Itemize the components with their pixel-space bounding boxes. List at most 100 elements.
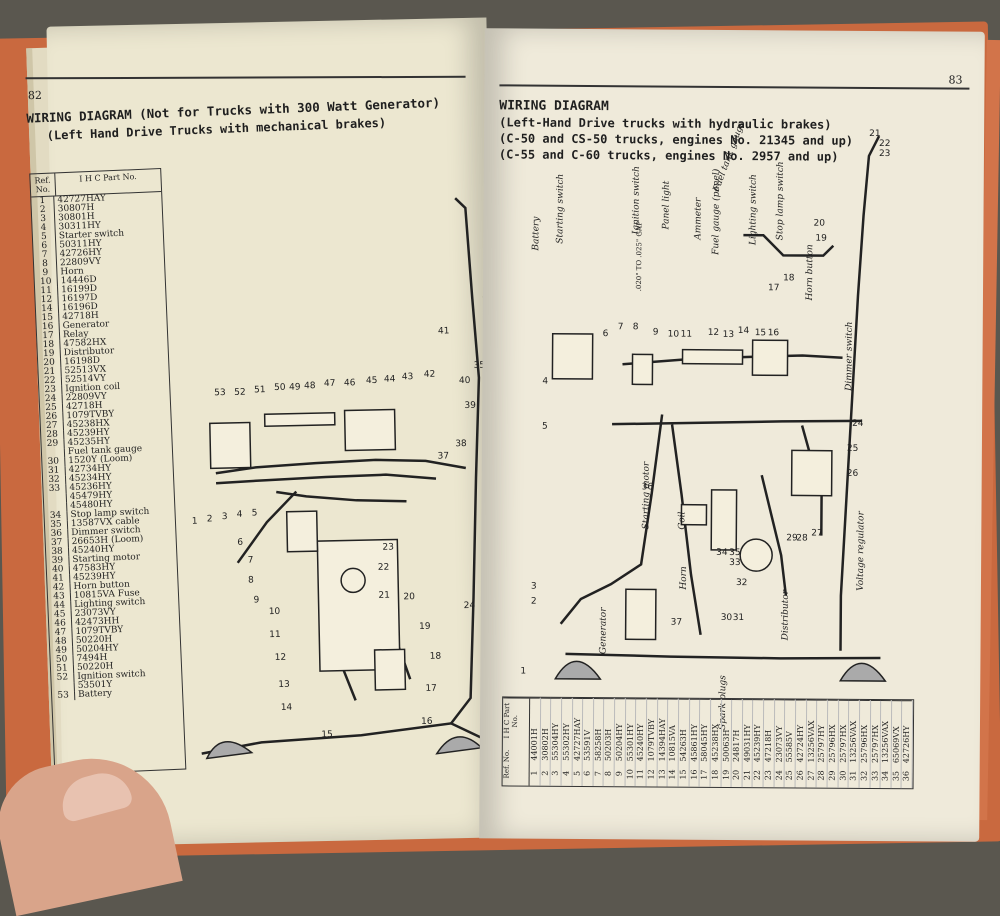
table-part-number: 42727HAY	[572, 697, 583, 761]
left-header-rule	[25, 75, 466, 80]
svg-text:3: 3	[222, 512, 228, 522]
table-part-number: 25797HX	[870, 699, 881, 764]
table-column: 45239HY 22	[752, 699, 765, 788]
table-column: 24817H 20	[731, 699, 743, 788]
svg-text:19: 19	[815, 234, 827, 244]
table-ref-number: 2	[540, 770, 550, 776]
table-part-number: 42726HY	[902, 700, 913, 764]
table-part-number: 23073VY	[774, 699, 785, 763]
label-coil: Coil	[677, 511, 688, 530]
svg-text:19: 19	[419, 622, 431, 632]
table-ref-number: 29	[827, 770, 837, 781]
svg-text:31: 31	[733, 613, 745, 623]
table-column: 25797HX 33	[870, 699, 882, 789]
book-photo: 82 WIRING DIAGRAM (Not for Trucks with 3…	[0, 17, 1000, 916]
svg-text:11: 11	[681, 330, 693, 340]
svg-text:3: 3	[531, 582, 537, 592]
table-part-number: 24817H	[731, 699, 742, 763]
table-part-number: 50203H	[604, 698, 615, 762]
svg-text:9: 9	[253, 595, 259, 605]
table-part-number: 13256VAX	[880, 700, 891, 764]
svg-text:16: 16	[768, 328, 780, 338]
table-part-number: 53591V	[582, 697, 594, 762]
left-headlamp	[205, 741, 254, 760]
legend-header-ref: Ref. No.	[30, 173, 57, 197]
svg-text:1: 1	[192, 517, 198, 527]
table-ref-number: 8	[604, 771, 614, 777]
svg-text:50: 50	[274, 383, 286, 393]
label-starting-motor: Starting motor	[641, 461, 652, 530]
label-lighting-switch: Lighting switch	[748, 174, 759, 246]
label-horn: Horn	[678, 566, 690, 590]
svg-text:22: 22	[879, 139, 891, 149]
table-ref-number: 33	[870, 770, 880, 781]
svg-text:17: 17	[768, 283, 780, 293]
table-column: 50063H 19	[721, 698, 733, 788]
svg-text:29: 29	[786, 533, 798, 543]
table-part-number: 45239HY	[753, 699, 764, 763]
battery-symbol	[209, 421, 252, 470]
table-ref-number: 4	[561, 770, 571, 776]
table-ref-number: 16	[689, 769, 699, 780]
svg-text:30: 30	[721, 613, 733, 623]
right-page: 83 WIRING DIAGRAM (Left-Hand Drive truck…	[479, 28, 985, 842]
svg-text:6: 6	[237, 538, 243, 548]
table-part-number: 25797HY	[817, 699, 828, 763]
legend-header-part: I H C Part No.	[79, 172, 137, 184]
table-ref-number: 1	[529, 770, 539, 776]
svg-text:7: 7	[618, 322, 624, 332]
right-headlamp	[838, 662, 887, 682]
right-headlamp	[435, 736, 484, 755]
table-header-part: I H C Part No.	[502, 697, 530, 744]
table-ref-number: 5	[572, 770, 582, 777]
engine-block	[316, 538, 401, 672]
table-ref-number: 7	[593, 770, 603, 777]
label-dimmer-switch: Dimmer switch	[844, 321, 855, 391]
table-part-number: 25796HX	[859, 699, 870, 763]
table-part-number: 54263H	[678, 698, 689, 762]
svg-text:7: 7	[248, 555, 254, 565]
voltage-regulator-symbol	[790, 449, 833, 497]
svg-text:26: 26	[847, 469, 859, 479]
table-part-number: 55304HY	[551, 697, 562, 761]
label-starting-switch: Starting switch	[555, 173, 566, 244]
table-column: 13256VAX 34	[880, 700, 892, 789]
table-part-number: 50063H	[721, 698, 732, 763]
svg-text:53: 53	[214, 388, 226, 398]
table-ref-number: 20	[731, 769, 741, 780]
svg-text:10: 10	[668, 330, 680, 340]
table-ref-number: 10	[625, 768, 635, 779]
svg-text:18: 18	[783, 273, 795, 283]
left-page: 82 WIRING DIAGRAM (Not for Trucks with 3…	[25, 17, 504, 847]
table-part-number: 58258H	[593, 698, 604, 762]
svg-text:44: 44	[384, 374, 396, 384]
table-ref-number: 36	[902, 770, 912, 781]
table-part-number: 14394HAY	[657, 698, 668, 762]
svg-text:11: 11	[269, 630, 281, 640]
table-ref-number: 11	[636, 768, 646, 779]
svg-text:40: 40	[459, 376, 471, 386]
svg-text:9: 9	[653, 327, 659, 337]
table-ref-number: 19	[721, 769, 731, 780]
table-ref-number: 18	[710, 769, 720, 780]
table-ref-number: 22	[753, 769, 763, 780]
table-ref-number: 13	[657, 768, 667, 780]
svg-text:32: 32	[736, 578, 748, 588]
label-panel-light: Panel light	[661, 180, 672, 230]
label-stop-lamp-switch: Stop lamp switch	[775, 161, 786, 241]
svg-text:34: 34	[716, 548, 728, 558]
table-ref-number: 34	[880, 770, 890, 781]
table-part-number: 13256VAX	[848, 699, 860, 763]
svg-text:51: 51	[254, 385, 266, 395]
svg-text:36: 36	[642, 482, 654, 492]
table-part-number: 30802H	[540, 697, 551, 761]
label-ammeter: Ammeter	[693, 197, 704, 240]
